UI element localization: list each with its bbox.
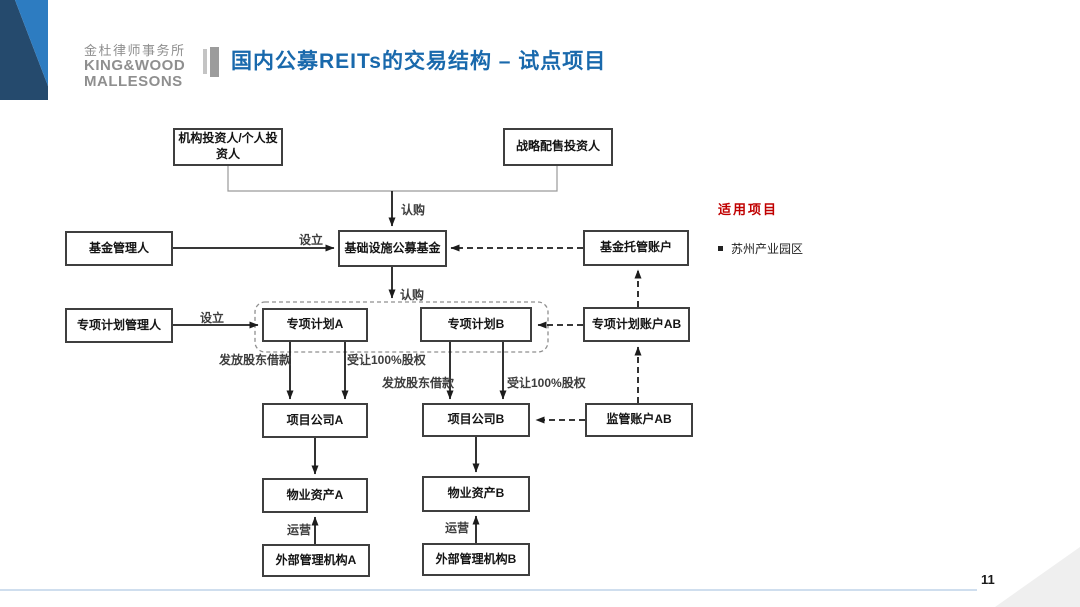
logo-en2: MALLESONS xyxy=(84,73,183,91)
page-number: 11 xyxy=(981,572,995,587)
applicable-projects-heading: 适用项目 xyxy=(718,202,779,217)
bullet-icon xyxy=(718,246,723,251)
edge-label-subscribe-plans: 认购 xyxy=(400,288,425,302)
applicable-project-item: 苏州产业园区 xyxy=(718,240,803,257)
title-accent-bar xyxy=(210,47,219,77)
node-fund-custody-account: 基金托管账户 xyxy=(583,230,689,266)
node-fund-manager: 基金管理人 xyxy=(65,231,173,266)
applicable-project-label: 苏州产业园区 xyxy=(731,242,804,256)
node-property-asset-a: 物业资产A xyxy=(262,478,368,513)
title-accent-bar xyxy=(203,49,207,74)
edge-label-operate-b: 运营 xyxy=(445,521,470,535)
logo-en1: KING&WOOD xyxy=(84,57,186,75)
node-project-company-a: 项目公司A xyxy=(262,403,368,438)
node-external-manager-a: 外部管理机构A xyxy=(262,544,370,577)
node-abs-plan-account-ab: 专项计划账户AB xyxy=(583,307,690,342)
node-institutional-individual-investors: 机构投资人/个人投资人 xyxy=(173,128,283,166)
edge-label-loan-b: 发放股东借款 xyxy=(382,376,455,390)
edge-label-subscribe-fund: 认购 xyxy=(401,203,426,217)
node-strategic-placement-investors: 战略配售投资人 xyxy=(503,128,613,166)
footer-accent-line xyxy=(0,589,977,591)
node-infrastructure-public-fund: 基础设施公募基金 xyxy=(338,230,447,267)
edge-label-establish-fund: 设立 xyxy=(299,233,324,247)
logo-cn: 金杜律师事务所 xyxy=(84,43,186,58)
edge-label-operate-a: 运营 xyxy=(287,523,312,537)
kwm-logo-icon xyxy=(0,0,48,100)
edge-label-equity-b: 受让100%股权 xyxy=(507,376,586,390)
node-external-manager-b: 外部管理机构B xyxy=(422,543,530,576)
node-project-company-b: 项目公司B xyxy=(422,403,530,437)
node-supervision-account-ab: 监管账户AB xyxy=(585,403,693,437)
node-abs-plan-a: 专项计划A xyxy=(262,308,368,342)
edge-label-equity-a: 受让100%股权 xyxy=(347,353,426,367)
investors-merge-connector xyxy=(227,163,558,192)
page-title: 国内公募REITs的交易结构 – 试点项目 xyxy=(231,50,607,73)
edge-label-loan-a: 发放股东借款 xyxy=(219,353,292,367)
logo-wordmark: 金杜律师事务所 KING&WOOD MALLESONS xyxy=(84,43,186,91)
node-property-asset-b: 物业资产B xyxy=(422,476,530,512)
edge-label-establish-plans: 设立 xyxy=(200,311,225,325)
node-abs-plan-b: 专项计划B xyxy=(420,307,532,342)
node-abs-plan-manager: 专项计划管理人 xyxy=(65,308,173,343)
